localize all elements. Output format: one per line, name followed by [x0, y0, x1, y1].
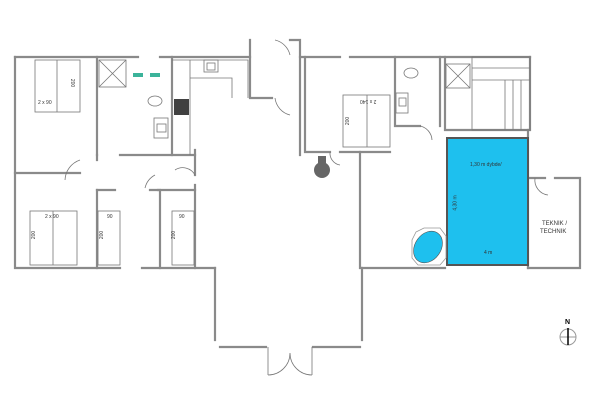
technical-room-label: TECHNIK: [540, 229, 567, 235]
bed-size-label: 2 x 90: [45, 214, 59, 220]
technical-room-label: TEKNIK /: [542, 221, 568, 227]
pool-length-label: 4,30 m: [452, 195, 459, 211]
bed-size-label: 90: [179, 214, 185, 220]
pool-depth-label: 1,30 m dybde/: [470, 162, 502, 168]
pool-width-label: 4 m: [484, 250, 493, 256]
bed-length-label: 200: [345, 116, 352, 126]
bed-length-label: 200: [31, 230, 38, 240]
bed-size-label: 2 x 140: [360, 98, 377, 104]
bed-size-label: 90: [107, 214, 113, 220]
bed-length-label: 200: [69, 78, 76, 88]
compass-north-label: N: [565, 319, 571, 326]
bed-length-label: 200: [171, 230, 178, 240]
bed-length-label: 200: [99, 230, 106, 240]
bed-size-label: 2 x 90: [38, 100, 52, 106]
